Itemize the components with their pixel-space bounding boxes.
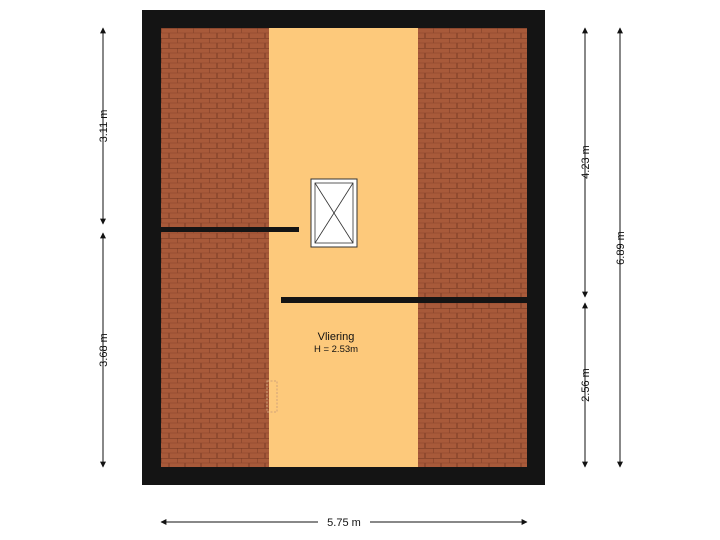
dimension-label: 3.11 m [98,110,110,143]
dimension-right-outer: 6.89 m [615,27,627,468]
room-name: Vliering [318,331,355,343]
stair-hatch-icon [266,380,278,413]
roof-slope-left [161,28,269,467]
dimension-bottom: 5.75 m [160,514,528,530]
roof-window-icon [310,178,358,248]
dimension-right-inner-top: 4.23 m [580,27,592,298]
dimension-label: 5.75 m [327,517,361,529]
dimension-label: 4.23 m [580,145,592,179]
room-height: H = 2.53m [314,344,358,355]
dimension-label: 3.68 m [98,333,110,367]
dimension-left-top: 3.11 m [98,27,110,225]
dimension-label: 6.89 m [615,231,627,265]
dimension-right-inner-bottom: 2.56 m [580,302,592,468]
interior-wall-center [281,297,527,303]
dimension-label: 2.56 m [580,368,592,402]
roof-slope-right [418,28,527,467]
dimension-left-bottom: 3.68 m [98,232,110,468]
interior-wall-left [161,227,299,232]
